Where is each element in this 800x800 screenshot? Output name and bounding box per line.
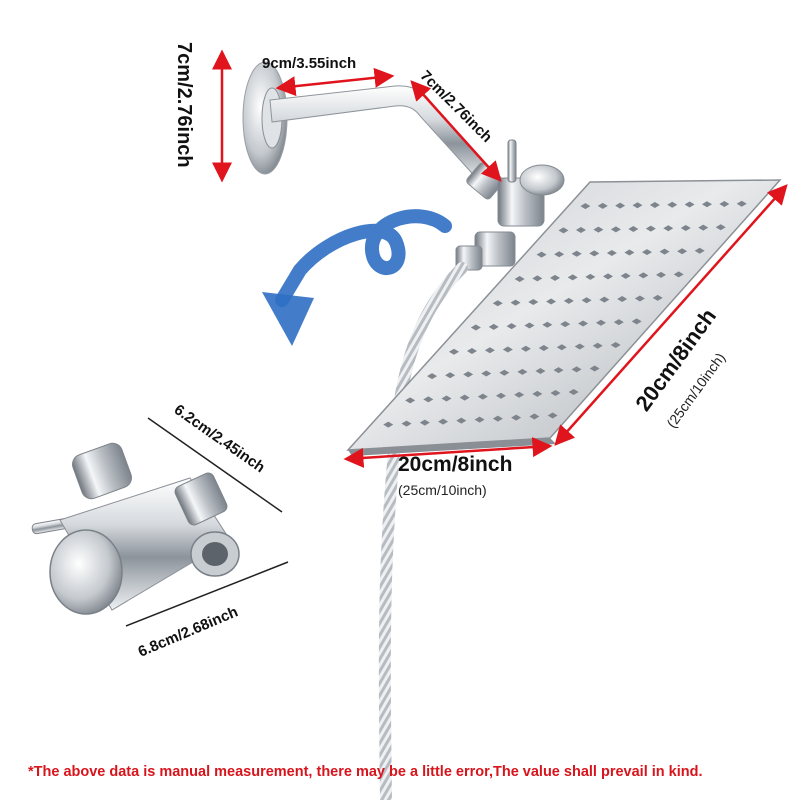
nozzle: [514, 275, 525, 282]
nozzle: [438, 418, 449, 425]
nozzle: [383, 421, 394, 428]
nozzle: [488, 323, 499, 330]
nozzle: [481, 370, 492, 377]
measurement-disclaimer: *The above data is manual measurement, t…: [28, 764, 703, 780]
nozzle: [463, 371, 474, 378]
shower-arm: [269, 85, 504, 200]
nozzle: [511, 414, 522, 421]
nozzle: [510, 299, 521, 306]
nozzle: [532, 390, 543, 397]
label-head-bottom-alt: (25cm/10inch): [398, 482, 487, 498]
label-arm-height: 7cm/2.76inch: [173, 42, 195, 168]
nozzle: [466, 348, 477, 355]
nozzle: [535, 368, 546, 375]
measure-lines: [125, 49, 788, 627]
label-head-bottom: 20cm/8inch: [398, 453, 513, 476]
nozzle: [520, 345, 531, 352]
nozzle: [470, 324, 481, 331]
nozzle: [401, 420, 412, 427]
nozzle: [474, 416, 485, 423]
shower-hose: [378, 262, 468, 800]
nozzle: [502, 346, 513, 353]
nozzle: [492, 300, 503, 307]
nozzle: [441, 395, 452, 402]
rotate-arrow-icon: [262, 209, 452, 346]
nozzle: [529, 413, 540, 420]
nozzle: [514, 391, 525, 398]
nozzle: [532, 275, 543, 282]
nozzle: [405, 397, 416, 404]
nozzle: [419, 419, 430, 426]
nozzle: [459, 394, 470, 401]
diverter-valve: [31, 442, 240, 615]
head-diverter: [455, 139, 565, 271]
nozzle: [538, 344, 549, 351]
nozzle: [546, 298, 557, 305]
nozzle: [499, 369, 510, 376]
nozzle: [448, 348, 459, 355]
nozzle: [542, 321, 553, 328]
nozzle: [484, 347, 495, 354]
nozzle: [423, 396, 434, 403]
nozzle: [427, 373, 438, 380]
nozzle: [495, 392, 506, 399]
nozzle: [445, 372, 456, 379]
nozzle: [517, 368, 528, 375]
nozzle: [528, 299, 539, 306]
nozzle: [506, 323, 517, 330]
nozzle: [456, 417, 467, 424]
nozzle: [524, 322, 535, 329]
label-arm-length: 9cm/3.55inch: [262, 55, 357, 72]
nozzle: [477, 393, 488, 400]
nozzle: [492, 415, 503, 422]
nozzle: [536, 251, 547, 258]
